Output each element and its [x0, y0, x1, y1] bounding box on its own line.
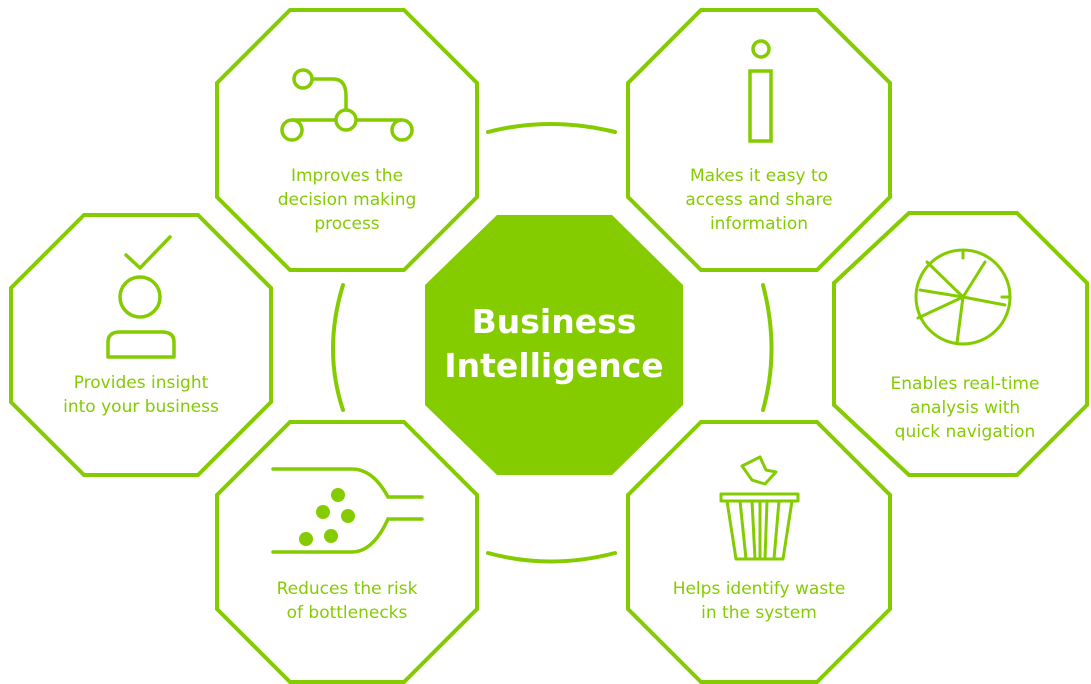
node-octagon — [9, 213, 273, 477]
node-label-line: decision making — [278, 190, 417, 210]
node-label-line: Helps identify waste — [673, 579, 846, 599]
node-octagon — [626, 8, 892, 272]
node-label-line: of bottlenecks — [287, 603, 408, 623]
connector-arc-top — [486, 122, 617, 134]
connector-arc-right — [761, 283, 774, 412]
clock-chart-icon — [914, 248, 1012, 346]
connector-ring — [331, 122, 774, 564]
node-label-line: Makes it easy to — [690, 166, 828, 186]
node-label-line: information — [710, 214, 808, 234]
node-octagon — [626, 420, 892, 684]
node-decision-making: Improves the decision making process — [215, 8, 479, 272]
node-realtime-analysis: Enables real-time analysis with quick na… — [832, 211, 1089, 477]
node-label-line: in the system — [701, 603, 817, 623]
node-label-line: process — [314, 214, 379, 234]
node-label-line: Enables real-time — [891, 374, 1040, 394]
trash-bin-icon — [719, 455, 800, 561]
node-label-line: Reduces the risk — [277, 579, 418, 599]
node-octagon — [215, 420, 479, 684]
path-nodes-icon — [280, 68, 414, 142]
person-check-icon — [106, 235, 176, 359]
node-reduce-bottlenecks: Reduces the risk of bottlenecks — [215, 420, 479, 684]
connector-arc-left — [331, 283, 345, 412]
center-title-line2: Intelligence — [444, 346, 663, 385]
connector-arc-bottom — [486, 551, 617, 564]
center-octagon — [425, 215, 683, 475]
funnel-dots-icon — [271, 467, 424, 554]
node-label-line: access and share — [685, 190, 832, 210]
node-business-insight: Provides insight into your business — [9, 213, 273, 477]
node-octagon — [215, 8, 479, 272]
node-label-line: Improves the — [291, 166, 403, 186]
node-label-line: into your business — [63, 397, 219, 417]
node-access-information: Makes it easy to access and share inform… — [626, 8, 892, 272]
node-label-line: analysis with — [910, 398, 1020, 418]
center-title-line1: Business — [472, 302, 637, 341]
node-label-line: quick navigation — [895, 422, 1036, 442]
center-node: Business Intelligence — [425, 215, 683, 475]
node-label-line: Provides insight — [74, 373, 209, 393]
info-icon — [748, 39, 773, 143]
node-octagon — [832, 211, 1089, 477]
node-identify-waste: Helps identify waste in the system — [626, 420, 892, 684]
